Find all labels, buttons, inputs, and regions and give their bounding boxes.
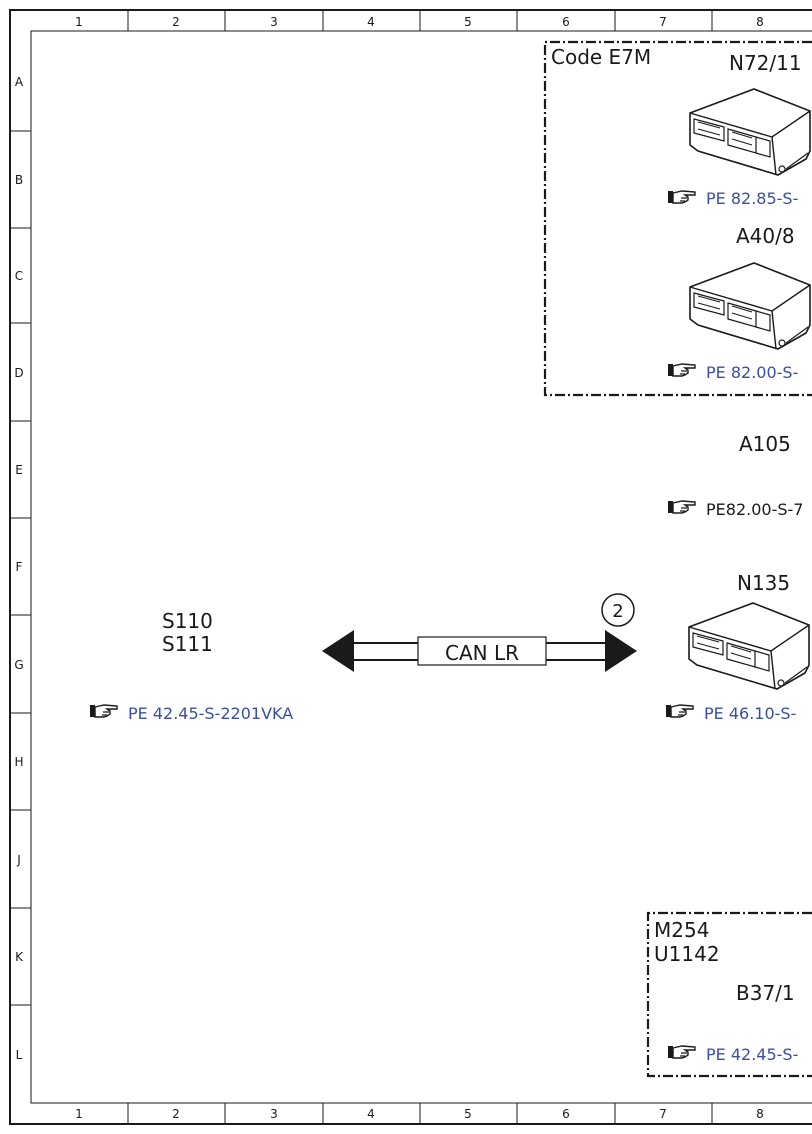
pointing-hand-icon[interactable]: [667, 190, 696, 204]
col-label: 2: [172, 1107, 180, 1121]
m254-label: M254: [654, 918, 709, 942]
column-ruler-bottom: [127, 1103, 713, 1124]
a40-ref-link[interactable]: PE 82.00-S-: [706, 363, 798, 382]
col-label: 2: [172, 15, 180, 29]
row-label: C: [15, 269, 23, 283]
row-label: E: [15, 463, 23, 477]
a40-id: A40/8: [736, 224, 795, 248]
b37-id: B37/1: [736, 981, 795, 1005]
e7m-label: Code E7M: [551, 45, 651, 69]
col-label: 8: [756, 1107, 764, 1121]
n72-ref-link[interactable]: PE 82.85-S-: [706, 189, 798, 208]
pointing-hand-icon[interactable]: [667, 1045, 696, 1059]
b37-ref-link[interactable]: PE 42.45-S-: [706, 1045, 798, 1064]
pointing-hand-icon[interactable]: [89, 704, 118, 718]
control-unit-icon: [689, 262, 811, 350]
col-label: 7: [659, 1107, 667, 1121]
row-label: H: [14, 755, 23, 769]
row-label: D: [14, 366, 23, 380]
n135-id: N135: [737, 571, 790, 595]
can-bus-label: CAN LR: [445, 641, 519, 665]
n72-id: N72/11: [729, 51, 802, 75]
e7m-group-border: [543, 40, 812, 397]
col-label: 6: [562, 1107, 570, 1121]
column-ruler-top: [127, 10, 713, 31]
col-label: 8: [756, 15, 764, 29]
col-label: 5: [464, 15, 472, 29]
row-label: A: [15, 75, 24, 89]
row-label: F: [16, 560, 23, 574]
switch-id-s110: S110: [162, 609, 213, 633]
row-label: G: [14, 658, 23, 672]
col-label: 6: [562, 15, 570, 29]
control-unit-icon: [688, 602, 810, 690]
col-label: 5: [464, 1107, 472, 1121]
n135-ref-link[interactable]: PE 46.10-S-: [704, 704, 796, 723]
u1142-label: U1142: [654, 942, 720, 966]
col-label: 1: [75, 15, 83, 29]
row-label: B: [15, 173, 23, 187]
switches-ref-link[interactable]: PE 42.45-S-2201VKA: [128, 704, 293, 723]
col-label: 4: [367, 15, 375, 29]
inner-frame: [30, 30, 812, 1104]
a105-ref: PE82.00-S-7: [706, 500, 803, 519]
m254-group-border: [646, 911, 812, 1078]
pointing-hand-icon[interactable]: [665, 704, 694, 718]
connection-marker-number: 2: [612, 601, 623, 622]
pointing-hand-icon[interactable]: [667, 500, 696, 514]
a105-id: A105: [739, 432, 791, 456]
row-label: L: [16, 1048, 23, 1062]
row-ruler-left: [10, 130, 31, 1006]
pointing-hand-icon[interactable]: [667, 363, 696, 377]
col-label: 4: [367, 1107, 375, 1121]
col-label: 1: [75, 1107, 83, 1121]
switch-id-s111: S111: [162, 632, 213, 656]
col-label: 3: [270, 15, 278, 29]
row-label: J: [16, 853, 21, 867]
col-label: 7: [659, 15, 667, 29]
col-label: 3: [270, 1107, 278, 1121]
can-bus-arrow: [322, 630, 637, 672]
control-unit-icon: [689, 88, 811, 176]
row-label: K: [15, 950, 24, 964]
outer-frame: [9, 9, 812, 1125]
connection-marker: [601, 593, 635, 627]
